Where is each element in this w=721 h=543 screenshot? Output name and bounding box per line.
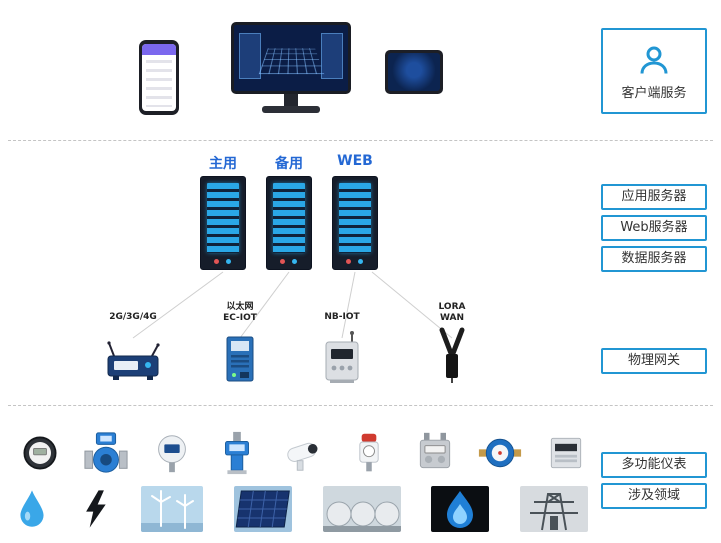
power-grid-icon <box>519 486 588 532</box>
separator-bottom <box>8 405 713 406</box>
gateway-label-text: WAN <box>439 313 465 323</box>
monitor-stand-neck <box>284 94 298 106</box>
rack-slots <box>207 183 239 253</box>
label-application-server: 应用服务器 <box>601 184 707 210</box>
cellular-router-icon <box>107 341 160 380</box>
gas-meter-icon <box>409 428 461 478</box>
client-service-box: 客户端服务 <box>601 28 707 114</box>
monitor-stand-base <box>262 106 320 113</box>
gateway-label-ethernet: 以太网 EC-IOT <box>200 302 280 324</box>
pressure-gauge-icon <box>343 428 395 478</box>
monitor-dashboard-panel-left <box>239 33 261 79</box>
instrument-row <box>14 428 592 478</box>
nbiot-meter-icon <box>325 331 359 383</box>
controller-box-icon <box>540 428 592 478</box>
rack-label-backup: 备用 <box>275 156 303 172</box>
electromagnetic-flowmeter-icon <box>80 428 132 478</box>
gateway-label-cellular: 2G/3G/4G <box>93 312 173 323</box>
gateway-label-text: EC-IOT <box>223 313 257 323</box>
separator-top <box>8 140 713 141</box>
solar-panel-icon <box>233 486 292 532</box>
turbine-flowmeter-icon <box>211 428 263 478</box>
gateway-label-text: NB-IOT <box>324 312 360 322</box>
server-rack-web <box>332 176 378 270</box>
rack-label-web: WEB <box>337 153 373 169</box>
client-service-label: 客户端服务 <box>621 85 687 101</box>
oil-gas-storage-icon <box>322 486 401 532</box>
label-physical-gateway: 物理网关 <box>601 348 707 374</box>
tablet <box>385 50 443 94</box>
smartphone <box>139 40 179 115</box>
water-meter-icon <box>474 428 526 478</box>
gateway-label-lora: LORA WAN <box>412 302 492 324</box>
gateway-label-text: 以太网 <box>226 302 254 312</box>
label-involved-fields: 涉及领域 <box>601 483 707 509</box>
monitor-dashboard-panel-right <box>321 33 343 79</box>
water-drop-icon <box>16 487 48 531</box>
rack-slots <box>339 183 371 253</box>
round-gauge-meter-icon <box>14 428 66 478</box>
label-web-server: Web服务器 <box>601 215 707 241</box>
tablet-screen <box>388 53 440 91</box>
label-multifunction-meters: 多功能仪表 <box>601 452 707 478</box>
lora-gateway-icon <box>439 327 465 383</box>
monitor-dashboard-grid <box>258 48 324 75</box>
user-icon <box>640 46 668 74</box>
label-data-server: 数据服务器 <box>601 246 707 272</box>
ethernet-gateway-icon <box>226 336 254 382</box>
rack-label-primary: 主用 <box>209 156 237 172</box>
rack-slots <box>273 183 305 253</box>
desktop-monitor <box>231 22 351 94</box>
wind-power-icon <box>141 486 204 532</box>
ptz-camera-icon <box>277 428 329 478</box>
smartphone-screen <box>142 44 176 111</box>
field-row <box>16 484 588 534</box>
natural-gas-flame-icon <box>431 486 490 532</box>
connection-lines <box>132 271 453 339</box>
lightning-bolt-icon <box>79 487 111 531</box>
gateway-label-nbiot: NB-IOT <box>302 312 382 323</box>
server-rack-primary <box>200 176 246 270</box>
gateway-label-text: LORA <box>438 302 466 312</box>
gateway-label-text: 2G/3G/4G <box>109 312 157 322</box>
pressure-transmitter-icon <box>146 428 198 478</box>
server-rack-backup <box>266 176 312 270</box>
